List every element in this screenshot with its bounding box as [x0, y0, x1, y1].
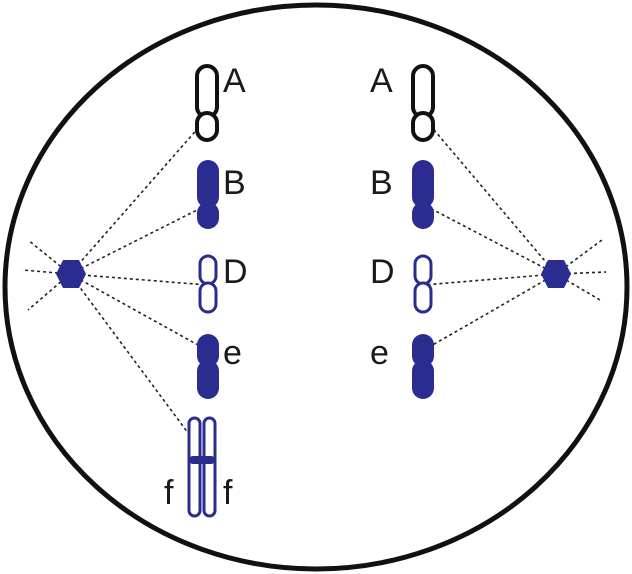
- left-label-f-left: f: [164, 474, 174, 512]
- left-chromosome-D: [198, 254, 218, 314]
- right-label-B: B: [370, 164, 393, 202]
- right-chromosome-B: [412, 160, 434, 229]
- left-chromosome-B: [197, 160, 219, 229]
- left-label-f-right: f: [223, 474, 233, 512]
- right-label-A: A: [370, 62, 393, 100]
- left-chromosome-e: [197, 334, 219, 399]
- left-chromosome-A: [195, 64, 219, 142]
- left-label-B: B: [223, 164, 246, 202]
- left-chromosome-f-pair: [187, 416, 217, 518]
- right-centrosome-icon: [541, 260, 571, 288]
- left-label-e: e: [223, 334, 242, 372]
- right-label-D: D: [370, 253, 395, 291]
- right-label-e: e: [370, 334, 389, 372]
- left-label-D: D: [223, 253, 248, 291]
- left-label-A: A: [223, 62, 246, 100]
- right-chromosome-A: [411, 64, 435, 142]
- right-chromosome-e: [412, 334, 434, 399]
- left-centrosome-icon: [56, 260, 86, 288]
- right-chromosome-D: [413, 254, 433, 314]
